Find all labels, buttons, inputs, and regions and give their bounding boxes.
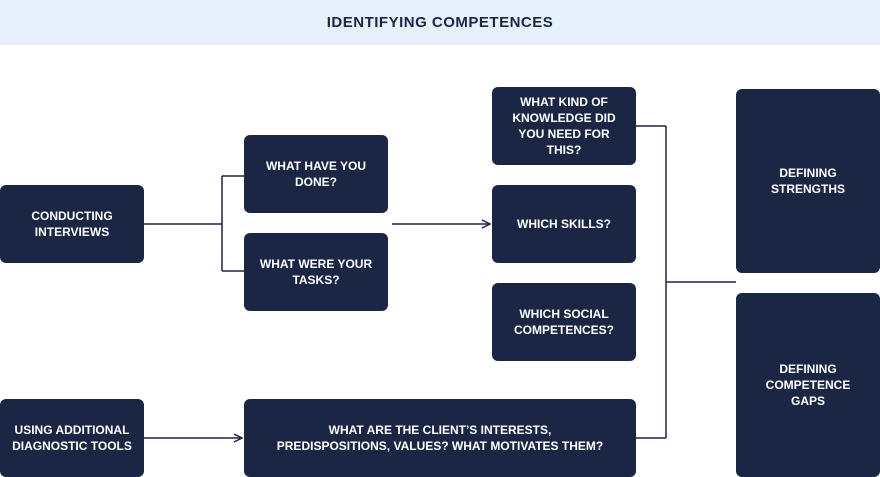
defining-competence-gaps-box: DEFINING COMPETENCE GAPS <box>736 293 880 477</box>
what-were-your-tasks-box: WHAT WERE YOUR TASKS? <box>244 233 388 311</box>
conducting-interviews-box: CONDUCTING INTERVIEWS <box>0 185 144 263</box>
diagram-title: IDENTIFYING COMPETENCES <box>326 14 554 31</box>
client-interests-box: WHAT ARE THE CLIENT’S INTERESTS, PREDISP… <box>244 399 636 477</box>
defining-strengths-box: DEFINING STRENGTHS <box>736 89 880 273</box>
what-kind-of-knowledge-box: WHAT KIND OF KNOWLEDGE DID YOU NEED FOR … <box>492 87 636 165</box>
header-banner: IDENTIFYING COMPETENCES <box>0 0 880 45</box>
which-social-competences-box: WHICH SOCIAL COMPETENCES? <box>492 283 636 361</box>
using-additional-diagnostic-tools-box: USING ADDITIONAL DIAGNOSTIC TOOLS <box>0 399 144 477</box>
which-skills-box: WHICH SKILLS? <box>492 185 636 263</box>
what-have-you-done-box: WHAT HAVE YOU DONE? <box>244 135 388 213</box>
